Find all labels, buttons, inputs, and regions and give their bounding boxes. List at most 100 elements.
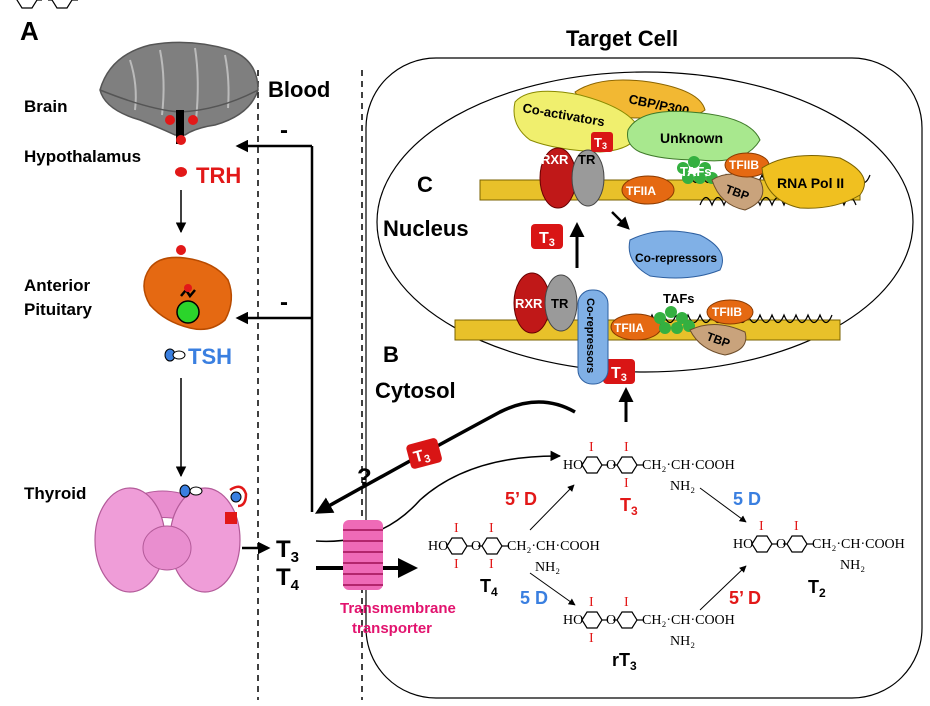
svg-text:RXR: RXR bbox=[541, 152, 569, 167]
arrow-t4-to-rt3 bbox=[529, 572, 576, 606]
svg-text:NH₂: NH₂ bbox=[670, 479, 695, 494]
svg-text:O: O bbox=[606, 458, 616, 473]
active-tr: TR bbox=[571, 149, 605, 207]
feedback-minus-1: - bbox=[280, 117, 288, 144]
repressed-rxr: RXR bbox=[513, 272, 551, 334]
svg-text:Co-repressors: Co-repressors bbox=[584, 298, 596, 373]
svg-text:O: O bbox=[471, 539, 481, 554]
svg-text:O: O bbox=[606, 613, 616, 628]
svg-text:TR: TR bbox=[578, 152, 596, 167]
svg-text:T3: T3 bbox=[594, 135, 607, 151]
thyroid-icon bbox=[94, 484, 248, 593]
svg-text:NH₂: NH₂ bbox=[670, 634, 695, 649]
svg-text:I: I bbox=[589, 595, 594, 610]
molecule-rt3: HO O CH₂·CH·COOH NH₂ I I I bbox=[563, 595, 735, 649]
rna-pol-ii: RNA Pol II bbox=[761, 155, 865, 209]
svg-text:I: I bbox=[794, 519, 799, 534]
svg-text:TAFs: TAFs bbox=[680, 164, 712, 179]
svg-text:I: I bbox=[589, 631, 594, 646]
svg-text:TFIIA: TFIIA bbox=[626, 184, 656, 198]
svg-text:TFIIB: TFIIB bbox=[729, 158, 759, 172]
panel-a-label: A bbox=[20, 16, 39, 46]
panel-c-label: C bbox=[417, 172, 433, 197]
arrow-rt3-to-t2 bbox=[699, 565, 747, 611]
arrow-t4-to-t3 bbox=[529, 484, 575, 531]
blood-t3-label: T3 bbox=[276, 536, 299, 566]
svg-text:CH₂·CH·COOH: CH₂·CH·COOH bbox=[642, 458, 735, 473]
svg-text:I: I bbox=[454, 557, 459, 572]
cytosol-label: Cytosol bbox=[375, 378, 456, 403]
svg-text:O: O bbox=[776, 537, 786, 552]
repressed-tafs-label: TAFs bbox=[663, 291, 695, 306]
t4-molecule-label: T4 bbox=[480, 576, 498, 599]
svg-text:CH₂·CH·COOH: CH₂·CH·COOH bbox=[507, 539, 600, 554]
hypothalamus-label: Hypothalamus bbox=[24, 147, 141, 166]
svg-text:HO: HO bbox=[733, 537, 753, 552]
active-tfiib: TFIIB bbox=[724, 152, 770, 178]
svg-text:I: I bbox=[489, 557, 494, 572]
pituitary-label: Pituitary bbox=[24, 300, 93, 319]
svg-text:HO: HO bbox=[563, 458, 583, 473]
repressed-tbp: TBP bbox=[689, 324, 747, 356]
repressed-tfiia: TFIIA bbox=[610, 313, 662, 341]
molecule-t2: HO O CH₂·CH·COOH NH₂ I I bbox=[733, 519, 905, 573]
enzyme-5prime-d-bottom-right: 5’ D bbox=[729, 588, 761, 608]
t3-badge-bound: T3 bbox=[591, 132, 613, 152]
t2-molecule-label: T2 bbox=[808, 577, 826, 600]
svg-text:CH₂·CH·COOH: CH₂·CH·COOH bbox=[642, 613, 735, 628]
repressed-tafs-cluster bbox=[654, 306, 695, 334]
svg-text:HO: HO bbox=[563, 613, 583, 628]
transmembrane-transporter-icon bbox=[343, 520, 383, 590]
svg-text:TFIIB: TFIIB bbox=[712, 305, 742, 319]
feedback-minus-2: - bbox=[280, 289, 288, 316]
panel-b-label: B bbox=[383, 342, 399, 367]
repressed-tfiib: TFIIB bbox=[706, 299, 754, 325]
molecule-t3: HO O CH₂·CH·COOH NH₂ I I I bbox=[563, 440, 735, 494]
target-cell-label: Target Cell bbox=[566, 26, 678, 51]
svg-text:T3: T3 bbox=[412, 446, 432, 468]
arrow-t3-to-t2 bbox=[699, 487, 747, 523]
bound-corepressors: Co-repressors bbox=[577, 289, 609, 385]
svg-text:T3: T3 bbox=[611, 365, 627, 384]
t3-molecule-label: T3 bbox=[620, 495, 638, 518]
efflux-arrow bbox=[314, 400, 576, 514]
trh-molecule-icon bbox=[175, 167, 187, 177]
svg-text:Co-repressors: Co-repressors bbox=[635, 251, 717, 265]
svg-text:TR: TR bbox=[551, 296, 569, 311]
svg-text:Unknown: Unknown bbox=[660, 130, 723, 146]
svg-text:I: I bbox=[624, 595, 629, 610]
svg-text:NH₂: NH₂ bbox=[535, 560, 560, 575]
repressed-tr: TR bbox=[544, 274, 578, 332]
svg-text:CH₂·CH·COOH: CH₂·CH·COOH bbox=[812, 537, 905, 552]
active-tafs-cluster: TAFs bbox=[677, 156, 718, 184]
arrow-corepressor-release bbox=[611, 211, 630, 230]
enzyme-5d-bottom: 5 D bbox=[520, 588, 548, 608]
rt3-molecule-label: rT3 bbox=[612, 650, 637, 673]
unknown-protein: Unknown bbox=[627, 110, 761, 162]
svg-text:HO: HO bbox=[428, 539, 448, 554]
svg-text:T3: T3 bbox=[539, 230, 555, 249]
thyroid-label: Thyroid bbox=[24, 484, 86, 503]
transporter-label-2: transporter bbox=[352, 620, 432, 637]
blood-label: Blood bbox=[268, 77, 330, 102]
tsh-label: TSH bbox=[188, 344, 232, 369]
tsh-molecule-icon bbox=[164, 348, 186, 362]
anterior-label: Anterior bbox=[24, 276, 91, 295]
free-corepressors: Co-repressors bbox=[628, 230, 723, 279]
active-tfiia: TFIIA bbox=[621, 175, 675, 205]
pituitary-icon bbox=[143, 245, 233, 331]
svg-text:RXR: RXR bbox=[515, 296, 543, 311]
enzyme-5prime-d-top: 5’ D bbox=[505, 489, 537, 509]
svg-text:I: I bbox=[624, 476, 629, 491]
svg-text:RNA Pol II: RNA Pol II bbox=[777, 175, 844, 191]
brain-icon bbox=[99, 41, 259, 145]
target-cell-membrane bbox=[365, 57, 923, 699]
svg-text:NH₂: NH₂ bbox=[840, 558, 865, 573]
t3-badge-nucleus: T3 bbox=[531, 224, 563, 249]
svg-text:I: I bbox=[489, 521, 494, 536]
molecule-skeleton bbox=[16, 0, 78, 9]
blood-t4-label: T4 bbox=[276, 564, 300, 594]
svg-text:I: I bbox=[589, 440, 594, 455]
svg-text:I: I bbox=[759, 519, 764, 534]
